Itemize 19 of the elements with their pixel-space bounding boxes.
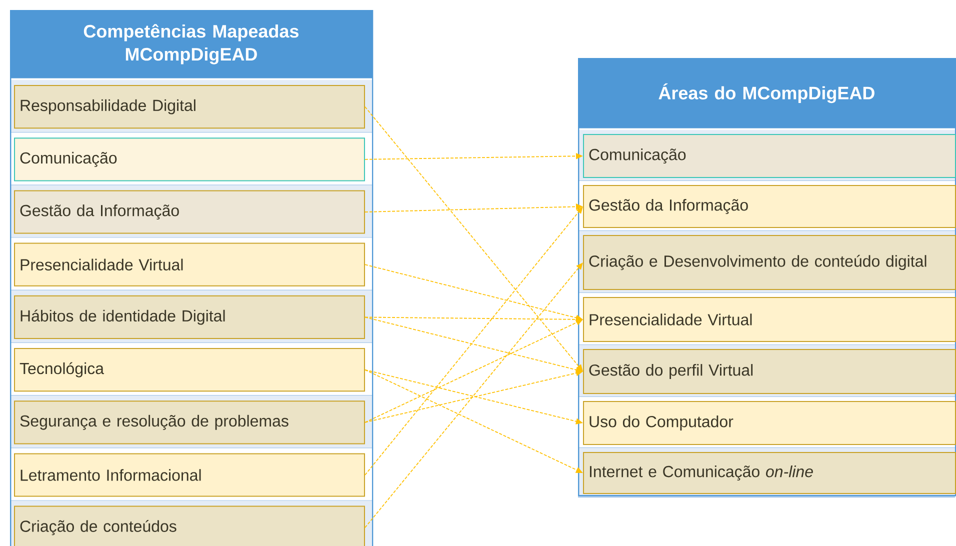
item-box: Criação e Desenvolvimento de conteúdo digital xyxy=(583,235,956,290)
item-box: Comunicação xyxy=(14,138,365,182)
item-box: Gestão da Informação xyxy=(14,190,365,234)
item-box: Comunicação xyxy=(583,134,956,178)
arrow xyxy=(364,206,583,476)
item-box: Criação de conteúdos xyxy=(14,506,365,546)
item-box: Uso do Computador xyxy=(583,401,956,445)
item-box: Segurança e resolução de problemas xyxy=(14,400,365,444)
item-box: Responsabilidade Digital xyxy=(14,85,365,129)
item-box: Gestão do perfil Virtual xyxy=(583,349,956,394)
item-box: Letramento Informacional xyxy=(14,453,365,497)
item-box: Internet e Comunicação on-line xyxy=(583,452,956,494)
item-box: Tecnológica xyxy=(14,348,365,392)
item-box: Hábitos de identidade Digital xyxy=(14,295,365,339)
item-box: Gestão da Informação xyxy=(583,185,956,228)
item-box: Presencialidade Virtual xyxy=(14,242,365,286)
arrow xyxy=(364,262,583,528)
arrow xyxy=(364,106,583,372)
item-box: Presencialidade Virtual xyxy=(583,297,956,342)
